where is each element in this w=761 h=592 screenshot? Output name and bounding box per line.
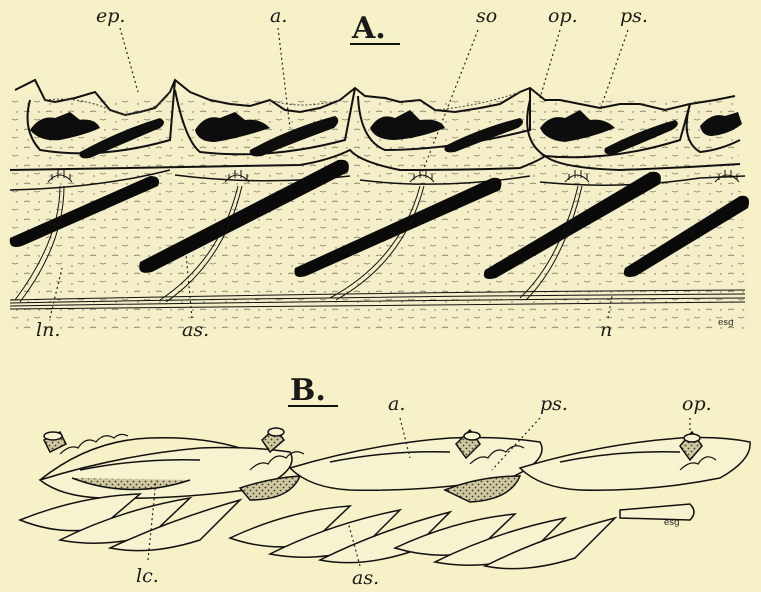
panel-b: B. — [20, 373, 750, 589]
panel-a-title: A. — [351, 11, 386, 46]
label-b-op: op. — [682, 393, 712, 415]
signature-a: esg — [718, 318, 734, 328]
panel-a: A. — [10, 5, 750, 341]
signature-b: esg — [664, 518, 680, 528]
label-ep: ep. — [96, 5, 125, 27]
label-ps: ps. — [620, 5, 648, 27]
label-ln: ln. — [36, 319, 60, 341]
label-b-lc: lc. — [136, 565, 159, 587]
label-b-ps: ps. — [540, 393, 568, 415]
label-a: a. — [270, 5, 287, 27]
label-n: n — [600, 319, 612, 341]
label-b-as: as. — [352, 567, 379, 589]
label-b-a: a. — [388, 393, 405, 415]
label-op: op. — [548, 5, 578, 27]
label-so: so — [476, 5, 497, 27]
panel-b-title: B. — [290, 373, 326, 408]
label-as: as. — [182, 319, 209, 341]
scale-units — [20, 428, 750, 569]
